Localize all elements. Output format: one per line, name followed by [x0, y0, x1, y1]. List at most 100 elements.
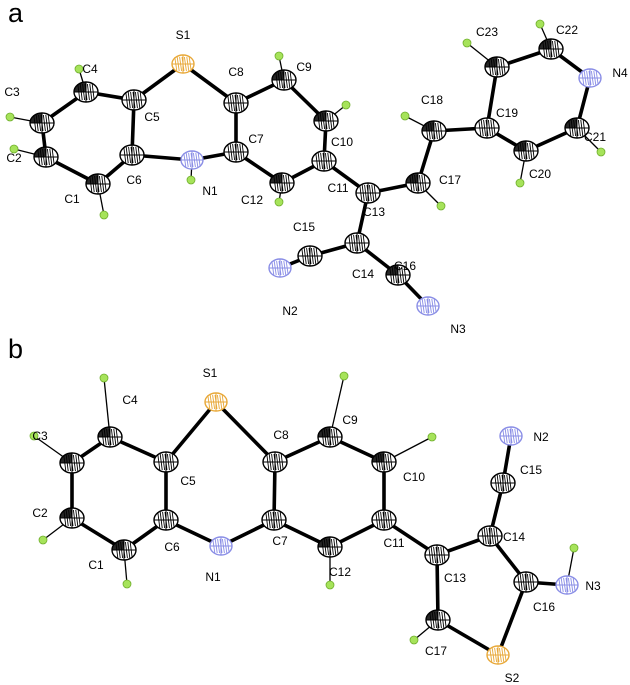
atom-label-c23: C23 [476, 25, 498, 39]
panel-label-b: b [8, 334, 23, 364]
atom-label-c9: C9 [296, 60, 312, 74]
atom-label-c1: C1 [64, 192, 80, 206]
atom-label-c22: C22 [556, 23, 578, 37]
atoms-layer [29, 38, 602, 316]
atom-label-c8: C8 [228, 65, 244, 79]
atom-c8 [262, 451, 288, 473]
bonds-layer [40, 47, 592, 308]
atom-label-c11: C11 [383, 536, 404, 550]
bond-s2-c16 [496, 580, 528, 657]
atom-label-c10: C10 [331, 135, 353, 149]
atom-c18 [421, 120, 447, 142]
atom-label-c3: C3 [32, 429, 48, 443]
atom-c15 [490, 472, 516, 494]
atom-c7 [223, 141, 249, 163]
atoms-layer [59, 392, 579, 665]
atom-label-s2: S2 [505, 671, 520, 685]
atom-label-c5: C5 [180, 474, 196, 488]
atom-label-c12: C12 [329, 565, 351, 579]
bond-s1-c5 [164, 400, 218, 464]
atom-c10 [371, 451, 397, 473]
hydrogen-atom [515, 178, 525, 188]
atom-c4 [97, 426, 123, 448]
hydrogen-layer [5, 19, 606, 220]
atom-n4 [578, 68, 602, 88]
atom-label-c16: C16 [394, 259, 416, 273]
hydrogen-atom [535, 19, 545, 29]
atom-c6 [119, 144, 145, 166]
atom-n2 [499, 426, 523, 446]
atom-label-c8: C8 [273, 428, 289, 442]
atom-c3 [59, 452, 85, 474]
atom-c11 [371, 509, 397, 531]
atom-label-c10: C10 [403, 470, 425, 484]
atom-label-c5: C5 [144, 110, 160, 124]
hydrogen-atom [186, 175, 196, 185]
atom-c13 [424, 544, 450, 566]
atom-label-n1: N1 [205, 570, 221, 584]
atom-label-c15: C15 [293, 220, 315, 234]
atom-label-c3: C3 [4, 85, 20, 99]
atom-label-c19: C19 [496, 106, 518, 120]
atom-c12 [317, 536, 343, 558]
hydrogen-atom [341, 100, 351, 110]
atom-label-c14: C14 [352, 267, 374, 281]
atom-c14 [344, 232, 370, 254]
atom-label-c17: C17 [439, 173, 461, 187]
atom-c9 [317, 426, 343, 448]
atom-c10 [313, 110, 339, 132]
atom-s1 [171, 54, 195, 74]
atom-n2 [268, 258, 292, 278]
atom-c6 [153, 509, 179, 531]
atom-c22 [538, 38, 564, 60]
atom-label-c6: C6 [126, 173, 142, 187]
atom-label-n3: N3 [450, 322, 466, 336]
atom-c16 [385, 264, 411, 286]
hydrogen-atom [74, 64, 84, 74]
atom-c12 [269, 172, 295, 194]
atom-n1 [180, 150, 204, 170]
atom-label-c12: C12 [241, 193, 263, 207]
atom-c5 [153, 451, 179, 473]
atom-c2 [59, 507, 85, 529]
atom-c2 [33, 146, 59, 168]
hydrogen-atom [436, 201, 446, 211]
hydrogen-atom [122, 579, 132, 589]
atom-c1 [85, 173, 111, 195]
atom-c9 [271, 69, 297, 91]
hydrogen-atom [462, 38, 472, 48]
atom-n3 [555, 575, 579, 595]
atom-label-c6: C6 [164, 540, 180, 554]
atom-label-c17: C17 [425, 644, 447, 658]
hydrogen-atom [274, 197, 284, 207]
atom-c13 [355, 182, 381, 204]
hydrogen-atom [400, 111, 410, 121]
atom-label-c15: C15 [520, 463, 542, 477]
atom-label-c18: C18 [421, 93, 443, 107]
hydrogen-atom [596, 147, 606, 157]
atom-label-c14: C14 [503, 530, 525, 544]
atom-c15 [297, 245, 323, 267]
atom-label-c13: C13 [363, 205, 385, 219]
atom-c17 [425, 609, 451, 631]
bond-s1-c8 [214, 400, 277, 464]
hydrogen-atom [5, 112, 15, 122]
atom-c17 [405, 172, 431, 194]
atom-n3 [416, 296, 440, 316]
atom-label-c7: C7 [248, 132, 264, 146]
atom-label-c2: C2 [32, 506, 48, 520]
atom-label-c1: C1 [88, 558, 104, 572]
atom-label-c21: C21 [584, 130, 606, 144]
atom-label-c20: C20 [529, 167, 551, 181]
atom-label-s1: S1 [203, 366, 218, 380]
atom-s2 [486, 645, 510, 665]
atom-label-c4: C4 [122, 393, 138, 407]
atom-label-c2: C2 [6, 151, 22, 165]
atom-c16 [513, 571, 539, 593]
atom-label-c4: C4 [82, 62, 98, 76]
atom-label-c16: C16 [533, 600, 555, 614]
